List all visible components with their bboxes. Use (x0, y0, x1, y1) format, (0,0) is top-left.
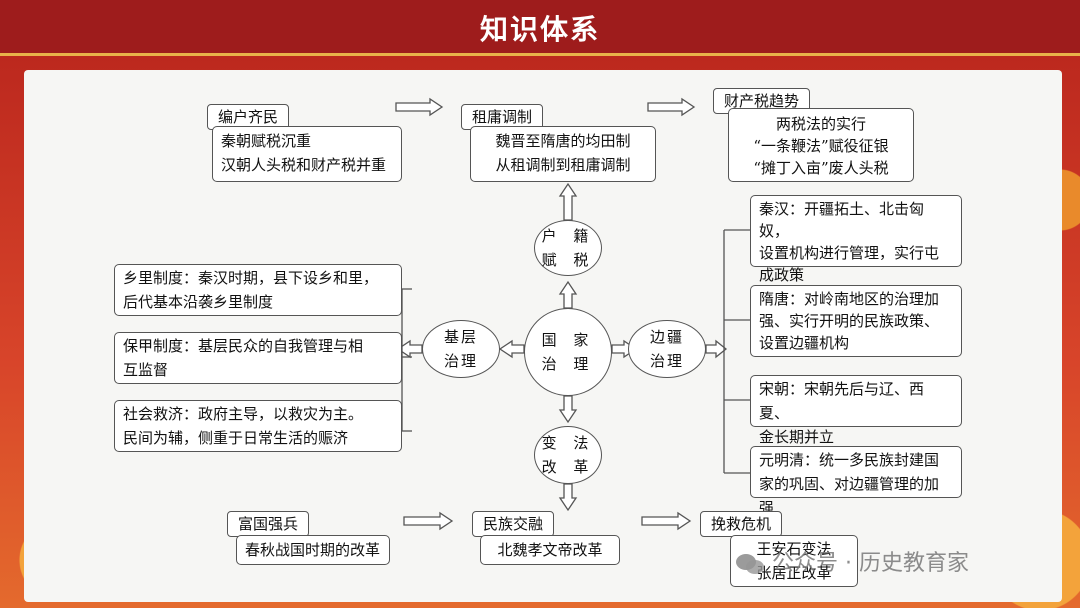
bianjiang-line-2: 治理 (650, 349, 684, 373)
bianjiang-line-1: 边疆 (650, 325, 684, 349)
watermark: 公众号 · 历史教育家 (735, 545, 969, 577)
zuyong-line-2: 从租调制到租庸调制 (485, 153, 641, 177)
right-3-line-1: 宋朝：宋朝先后与辽、西夏、 (759, 377, 953, 425)
right-1-line-1: 秦汉：开疆拓土、北击匈奴， (759, 198, 953, 242)
left-1-line-1: 乡里制度：秦汉时期，县下设乡和里， (123, 266, 393, 290)
right-box-4: 元明清：统一多民族封建国 家的巩固、对边疆管理的加强 (750, 446, 962, 498)
zuyong-line-1: 魏晋至隋唐的均田制 (485, 129, 641, 153)
left-box-2: 保甲制度：基层民众的自我管理与相 互监督 (114, 332, 402, 384)
left-3-line-1: 社会救济：政府主导，以救灾为主。 (123, 402, 393, 426)
tag-wanjiu: 挽救危机 (700, 511, 782, 537)
box-caichan: 两税法的实行 “一条鞭法”赋役征银 “摊丁入亩”废人头税 (728, 108, 914, 182)
jiceng-line-1: 基层 (444, 325, 478, 349)
box-zuyong: 魏晋至隋唐的均田制 从租调制到租庸调制 (470, 126, 656, 182)
arrow-bottom-1 (404, 513, 452, 529)
node-bianfa: 变 法 改 革 (534, 426, 602, 484)
caichan-line-1: 两税法的实行 (739, 113, 903, 135)
huji-line-1: 户 籍 (542, 224, 595, 248)
minzu-line-1: 北魏孝文帝改革 (489, 538, 611, 562)
right-1-line-3: 成政策 (759, 264, 953, 286)
right-1-line-2: 设置机构进行管理，实行屯 (759, 242, 953, 264)
caichan-line-3: “摊丁入亩”废人头税 (739, 157, 903, 179)
left-box-3: 社会救济：政府主导，以救灾为主。 民间为辅，侧重于日常生活的赈济 (114, 400, 402, 452)
center-line-2: 治 理 (542, 352, 595, 376)
caichan-line-2: “一条鞭法”赋役征银 (739, 135, 903, 157)
node-jiceng: 基层 治理 (422, 320, 500, 378)
fuguo-line-1: 春秋战国时期的改革 (245, 538, 381, 562)
bianhu-line-1: 秦朝赋税沉重 (221, 129, 393, 153)
bianhu-line-2: 汉朝人头税和财产税并重 (221, 153, 393, 177)
wechat-icon (735, 553, 765, 575)
left-1-line-2: 后代基本沿袭乡里制度 (123, 290, 393, 314)
arrow-top-1 (396, 99, 442, 115)
tag-minzu: 民族交融 (472, 511, 554, 537)
left-3-line-2: 民间为辅，侧重于日常生活的赈济 (123, 426, 393, 450)
left-box-1: 乡里制度：秦汉时期，县下设乡和里， 后代基本沿袭乡里制度 (114, 264, 402, 316)
huji-line-2: 赋 税 (542, 248, 595, 272)
left-2-line-2: 互监督 (123, 358, 393, 382)
bianfa-line-2: 改 革 (542, 455, 595, 479)
arrow-bottom-2 (642, 513, 690, 529)
right-box-2: 隋唐：对岭南地区的治理加 强、实行开明的民族政策、 设置边疆机构 (750, 285, 962, 357)
right-2-line-2: 强、实行开明的民族政策、 (759, 310, 953, 332)
node-center: 国 家 治 理 (524, 308, 612, 396)
box-fuguo: 春秋战国时期的改革 (236, 535, 390, 565)
node-bianjiang: 边疆 治理 (628, 320, 706, 378)
box-bianhu: 秦朝赋税沉重 汉朝人头税和财产税并重 (212, 126, 402, 182)
center-line-1: 国 家 (542, 328, 595, 352)
tag-fuguo: 富国强兵 (227, 511, 309, 537)
box-minzu: 北魏孝文帝改革 (480, 535, 620, 565)
right-2-line-3: 设置边疆机构 (759, 332, 953, 354)
watermark-text: 公众号 · 历史教育家 (772, 551, 969, 576)
arrow-top-2 (648, 99, 694, 115)
right-4-line-1: 元明清：统一多民族封建国 (759, 448, 953, 472)
node-huji: 户 籍 赋 税 (534, 220, 602, 276)
right-4-line-2: 家的巩固、对边疆管理的加强 (759, 472, 953, 520)
bianfa-line-1: 变 法 (542, 431, 595, 455)
jiceng-line-2: 治理 (444, 349, 478, 373)
left-2-line-1: 保甲制度：基层民众的自我管理与相 (123, 334, 393, 358)
right-2-line-1: 隋唐：对岭南地区的治理加 (759, 288, 953, 310)
right-box-1: 秦汉：开疆拓土、北击匈奴， 设置机构进行管理，实行屯 成政策 (750, 195, 962, 267)
right-box-3: 宋朝：宋朝先后与辽、西夏、 金长期并立 (750, 375, 962, 427)
